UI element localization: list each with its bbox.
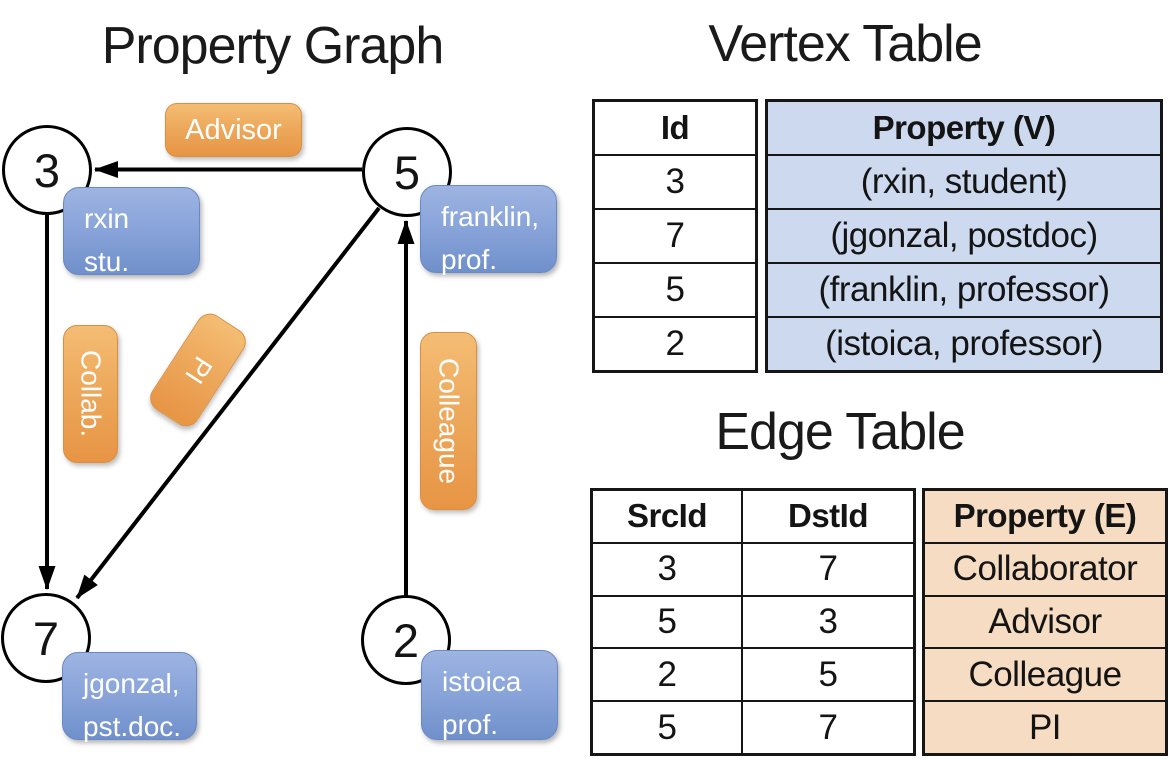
edge-srcid-cell: 3 — [593, 544, 741, 597]
graph-node-7-id: 7 — [32, 611, 60, 665]
vertex-property-box-istoica: istoica prof. — [421, 650, 558, 740]
vertex-property-cell: (franklin, professor) — [768, 264, 1160, 318]
graph-node-3-id: 3 — [33, 143, 61, 197]
vertex-table-title: Vertex Table — [708, 15, 982, 73]
vertex-id-cell: 3 — [595, 156, 755, 210]
edge-srcid-header: SrcId — [593, 491, 741, 544]
vertex-property-line: prof. — [441, 244, 498, 275]
graph-node-2-id: 2 — [392, 613, 420, 667]
vertex-property-line: pst.doc. — [83, 711, 182, 742]
edge-table-id-columns: SrcId 3 5 2 5 DstId 7 3 5 7 — [590, 488, 916, 756]
vertex-property-box-jgonzal: jgonzal, pst.doc. — [62, 652, 197, 742]
edge-pi-5-to-7 — [75, 206, 381, 600]
vertex-property-cell: (jgonzal, postdoc) — [768, 210, 1160, 264]
vertex-property-line: prof. — [442, 709, 499, 740]
vertex-property-box-rxin: rxin stu. — [63, 187, 200, 277]
vertex-property-box-franklin: franklin, prof. — [420, 185, 557, 275]
vertex-table: Id 3 7 5 2 Property (V) (rxin, student) … — [592, 99, 1163, 373]
edge-property-cell: Collaborator — [925, 544, 1165, 597]
edge-dstid-cell: 3 — [743, 597, 913, 650]
vertex-id-header: Id — [595, 102, 755, 156]
edge-property-cell: PI — [1028, 707, 1062, 747]
vertex-property-cell: (rxin, student) — [768, 156, 1160, 210]
vertex-table-property-column: Property (V) (rxin, student) (jgonzal, p… — [765, 99, 1163, 373]
edge-table-dstid-column: DstId 7 3 5 7 — [741, 491, 913, 753]
graph-node-2: 2 — [361, 595, 451, 685]
edge-srcid-cell: 2 — [593, 649, 741, 703]
edge-label-advisor: Advisor — [165, 103, 302, 157]
edge-label-collab: Collab. — [63, 325, 118, 463]
edge-srcid-cell: 5 — [593, 597, 741, 650]
edge-table: SrcId 3 5 2 5 DstId 7 3 5 7 Property (E)… — [590, 488, 1168, 756]
vertex-id-cell: 2 — [665, 324, 685, 363]
edge-table-srcid-column: SrcId 3 5 2 5 — [593, 491, 741, 753]
vertex-property-line: rxin — [84, 203, 130, 234]
edge-dstid-cell: 5 — [743, 649, 913, 703]
vertex-property-header: Property (V) — [768, 102, 1160, 156]
graph-node-5: 5 — [362, 127, 452, 217]
edge-dstid-cell: 7 — [818, 707, 838, 747]
property-graph-title: Property Graph — [101, 17, 445, 75]
edge-table-title: Edge Table — [715, 403, 965, 461]
graph-node-5-id: 5 — [393, 145, 421, 199]
vertex-property-line: istoica — [442, 666, 522, 697]
vertex-id-cell: 5 — [595, 264, 755, 318]
edge-srcid-cell: 5 — [657, 707, 677, 747]
edge-label-colleague: Colleague — [420, 332, 477, 510]
edge-property-cell: Colleague — [925, 649, 1165, 703]
edge-dstid-cell: 7 — [743, 544, 913, 597]
edge-property-header: Property (E) — [925, 491, 1165, 544]
vertex-table-id-column: Id 3 7 5 2 — [592, 99, 758, 373]
vertex-property-line: franklin, — [441, 201, 540, 232]
edge-table-property-column: Property (E) Collaborator Advisor Collea… — [922, 488, 1168, 756]
edge-property-cell: Advisor — [925, 597, 1165, 650]
vertex-id-cell: 7 — [595, 210, 755, 264]
vertex-property-line: jgonzal, — [83, 668, 180, 699]
vertex-property-line: stu. — [84, 246, 130, 277]
edge-dstid-header: DstId — [743, 491, 913, 544]
vertex-property-cell: (istoica, professor) — [825, 324, 1103, 363]
graph-edge-layer — [38, 161, 415, 600]
